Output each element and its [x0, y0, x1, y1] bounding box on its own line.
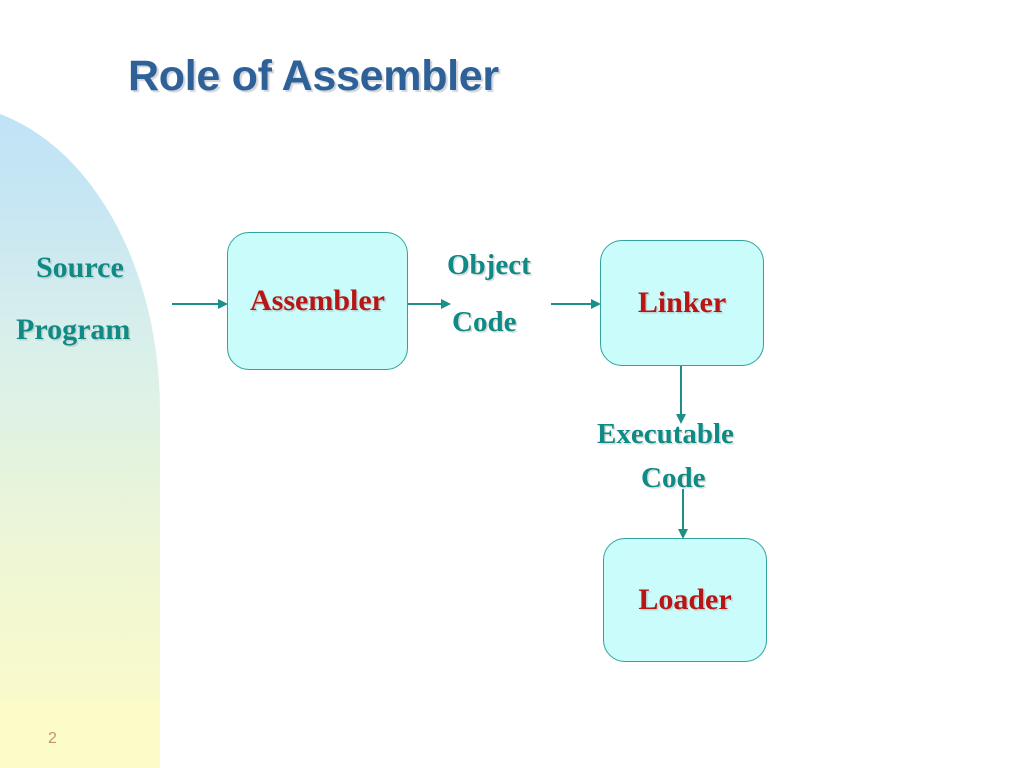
left-gradient-decoration [0, 104, 160, 768]
arrow-shaft [406, 303, 442, 305]
node-loader-label: Loader [638, 583, 732, 616]
arrow-shaft [682, 489, 684, 530]
node-linker[interactable]: Linker [600, 240, 764, 366]
arrow-head [675, 414, 686, 424]
label-source: Source [36, 251, 124, 284]
node-loader[interactable]: Loader [603, 538, 767, 662]
page-number: 2 [48, 730, 57, 747]
arrow-assembler-to-object-code-icon [406, 297, 451, 311]
label-program: Program [16, 313, 131, 346]
arrow-linker-to-executable-code-icon [674, 364, 688, 424]
page-title: Role of Assembler [128, 52, 499, 100]
label-executable-code: Code [641, 462, 706, 494]
node-linker-label: Linker [637, 286, 727, 319]
node-assembler-label: Assembler [250, 284, 385, 317]
arrow-head [677, 529, 688, 539]
arrow-head [591, 298, 601, 309]
left-gradient-decoration-base [0, 700, 160, 768]
arrow-head [218, 298, 228, 309]
arrow-object-code-to-linker-icon [551, 297, 601, 311]
label-object: Object [447, 249, 531, 281]
arrow-executable-code-to-loader-icon [676, 489, 690, 539]
arrow-shaft [551, 303, 592, 305]
arrow-shaft [172, 303, 219, 305]
arrow-shaft [680, 364, 682, 415]
node-assembler[interactable]: Assembler [227, 232, 408, 370]
arrow-head [441, 298, 451, 309]
label-executable: Executable [597, 418, 734, 450]
label-object-code: Code [452, 306, 517, 338]
arrow-source-to-assembler-icon [172, 297, 228, 311]
